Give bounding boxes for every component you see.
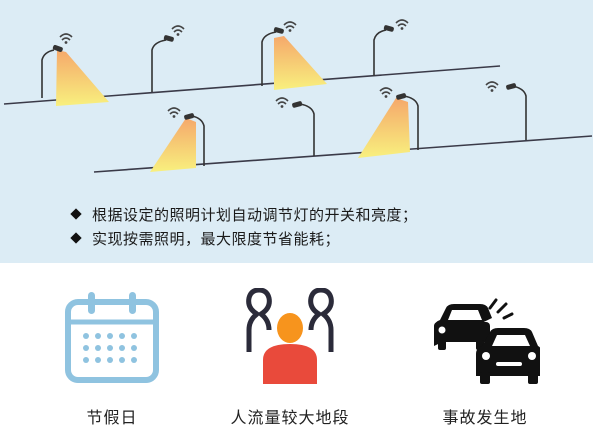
scenario-label: 节假日 <box>86 408 138 427</box>
feature-item: 实现按需照明，最大限度节省能耗； <box>70 228 341 249</box>
car-accident-icon <box>434 298 540 384</box>
scenario-label: 人流量较大地段 <box>230 408 350 427</box>
street-lamp-off <box>151 25 185 92</box>
street-light-illustration: 根据设定的照明计划自动调节灯的开关和亮度； 实现按需照明，最大限度节省能耗； <box>0 0 593 263</box>
feature-text: 根据设定的照明计划自动调节灯的开关和亮度； <box>92 206 418 224</box>
scenario-holidays: 节假日 <box>42 288 182 428</box>
calendar-icon <box>65 292 159 383</box>
feature-item: 根据设定的照明计划自动调节灯的开关和亮度； <box>70 204 418 225</box>
scenario-label: 事故发生地 <box>442 408 528 427</box>
street-lamp-off <box>373 19 409 76</box>
street-scene <box>3 19 593 173</box>
street-lamp-lit <box>261 21 327 90</box>
street-lamp-off <box>275 97 315 156</box>
diamond-bullet-icon <box>70 232 82 244</box>
feature-text: 实现按需照明，最大限度节省能耗； <box>92 230 341 248</box>
street-lamp-off <box>485 81 527 140</box>
crowd-icon <box>246 288 334 384</box>
street-lamp-lit <box>150 107 205 172</box>
diamond-bullet-icon <box>70 208 82 220</box>
scenario-accident-site: 事故发生地 <box>415 288 555 428</box>
scenario-crowded-area: 人流量较大地段 <box>220 288 360 428</box>
street-lamp-lit <box>41 33 109 106</box>
street-lamp-lit <box>358 87 419 158</box>
